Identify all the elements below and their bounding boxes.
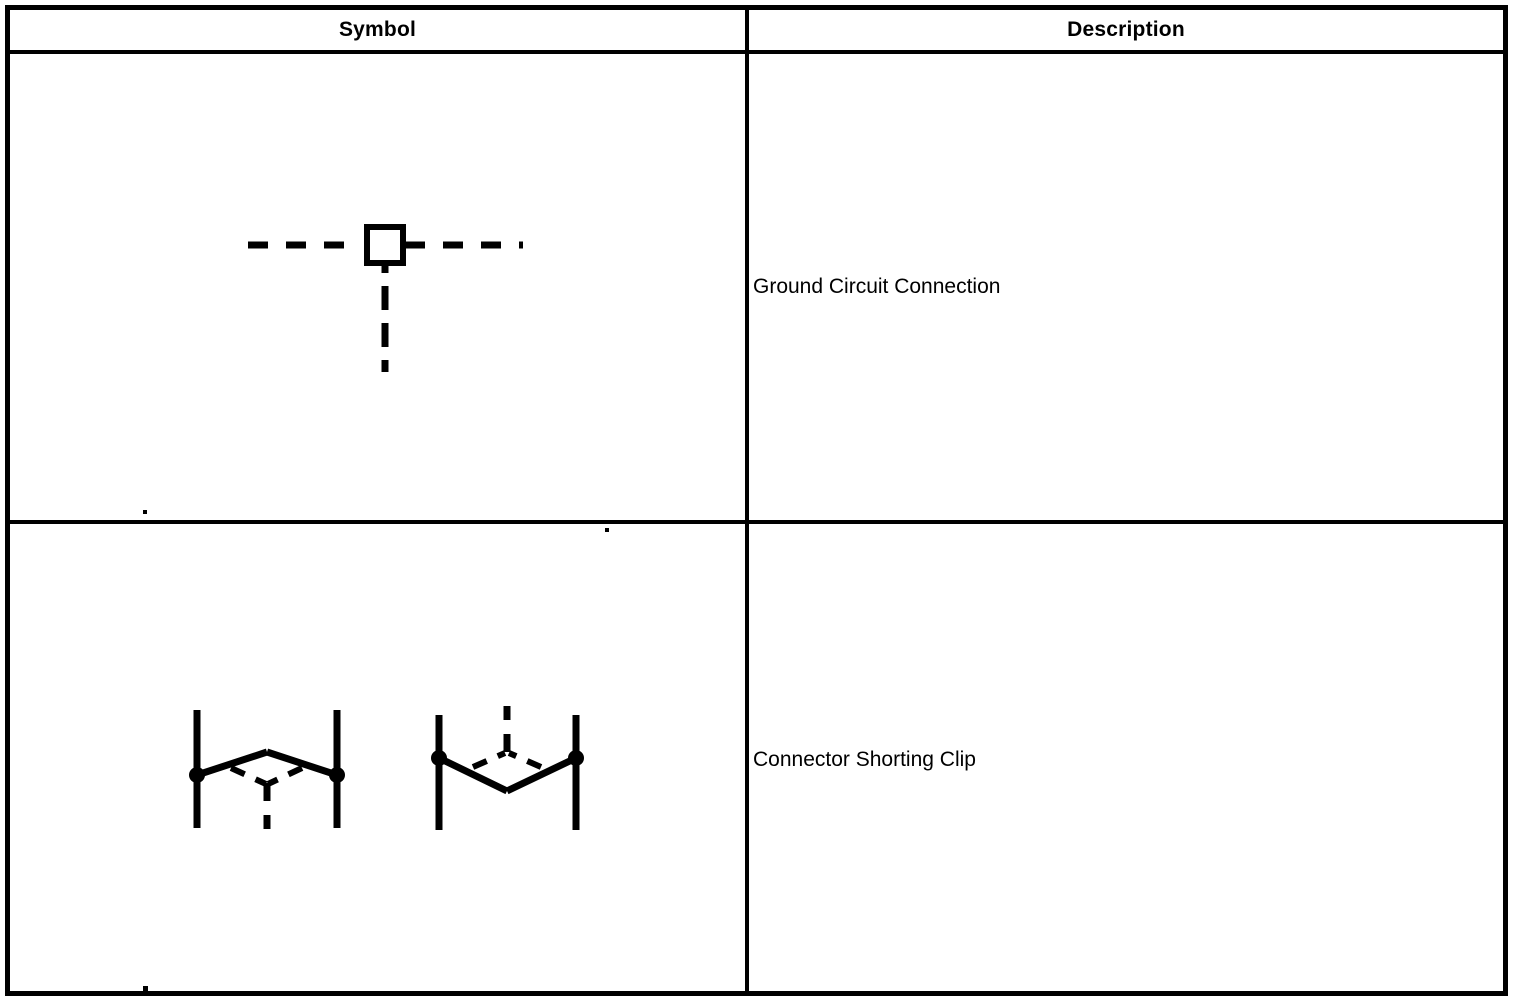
connector-shorting-clip-icon [189,706,584,830]
symbol-cell-connector-shorting-clip [10,524,745,991]
column-header-symbol: Symbol [338,18,417,41]
row-divider [10,520,1503,524]
ground-circuit-connection-icon [248,224,523,372]
description-connector-shorting-clip: Connector Shorting Clip [753,748,976,771]
description-ground-circuit-connection: Ground Circuit Connection [753,275,1001,298]
shorting-clip-right [431,706,584,830]
shorting-clip-left [189,710,345,829]
column-divider [745,10,749,991]
symbol-cell-ground-circuit-connection [10,54,745,520]
column-header-description: Description [1067,18,1185,41]
header-row-divider [10,50,1503,54]
scan-speck [143,986,148,991]
scan-speck [143,510,147,514]
scan-speck [605,528,609,532]
symbol-legend-table: Symbol Description Ground Circuit Connec… [5,5,1508,996]
